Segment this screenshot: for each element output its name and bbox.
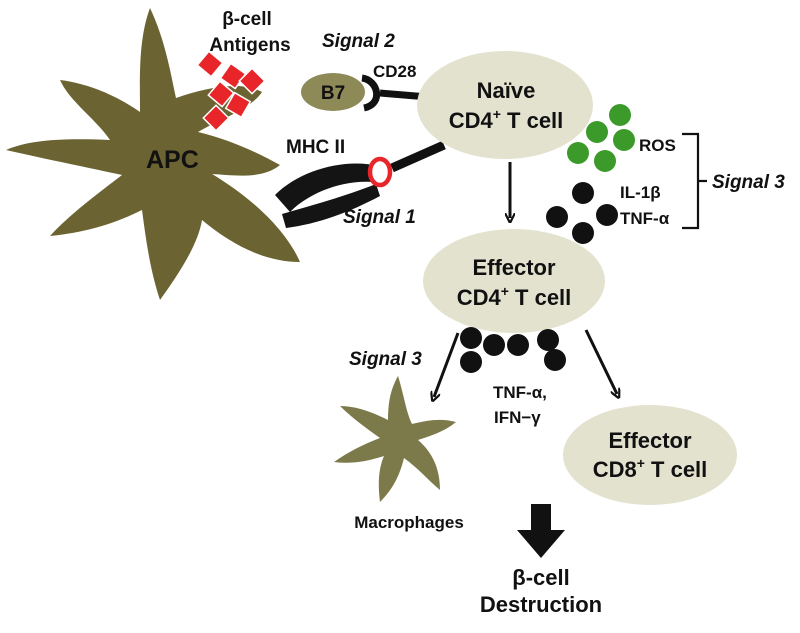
b7-label: B7 [321,83,345,104]
signal-3-left-label: Signal 3 [349,349,422,370]
signal-3-right-label: Signal 3 [712,172,785,193]
tnfa-label: TNF-α [620,209,670,228]
mhc-ii-complex [275,163,380,228]
apc-cell-shape [6,8,300,300]
tnfa-ifng-molecules [460,327,566,373]
effector-cd4-label-2: CD4+ T cell [457,283,572,310]
cd28-label: CD28 [373,62,416,81]
mhc-ii-label: MHC II [286,137,345,158]
arrow-effector-to-cd8 [584,329,617,394]
beta-cell-antigens-label-1: β-cell [222,9,272,30]
b7-receptor [301,73,365,111]
cd28-receptor [361,74,380,112]
destruction-label-1: β-cell [512,565,569,590]
tnfa-ifng-label-2: IFN−γ [494,408,541,427]
effector-cd8-label-2: CD8+ T cell [593,455,708,482]
signal-2-label: Signal 2 [322,31,395,52]
naive-cd4-t-cell [417,51,593,159]
effector-cd8-t-cell [563,405,737,505]
signal-1-label: Signal 1 [343,207,416,228]
il1b-label: IL-1β [620,183,661,202]
tnfa-ifng-label-1: TNF-α, [493,383,547,402]
arrow-effector-to-macrophage [434,332,460,397]
macrophages-label: Macrophages [354,513,464,532]
destruction-arrow [517,504,565,558]
ros-molecules [567,104,635,172]
naive-cell-label-2: CD4+ T cell [449,106,564,133]
effector-cd8-label-1: Effector [608,428,692,453]
signal3-bracket [682,132,707,230]
peptide-mhc-ring [367,156,393,188]
naive-cell-label-1: Naïve [477,78,536,103]
il1b-tnfa-molecules [546,182,618,244]
ros-label: ROS [639,136,676,155]
beta-cell-antigens [196,50,266,132]
effector-cd4-t-cell [423,229,605,333]
effector-cd4-label-1: Effector [472,255,556,280]
destruction-label-2: Destruction [480,592,602,617]
macrophage-cell-shape [334,376,456,502]
beta-cell-antigens-label-2: Antigens [209,35,290,56]
apc-label: APC [146,146,199,174]
